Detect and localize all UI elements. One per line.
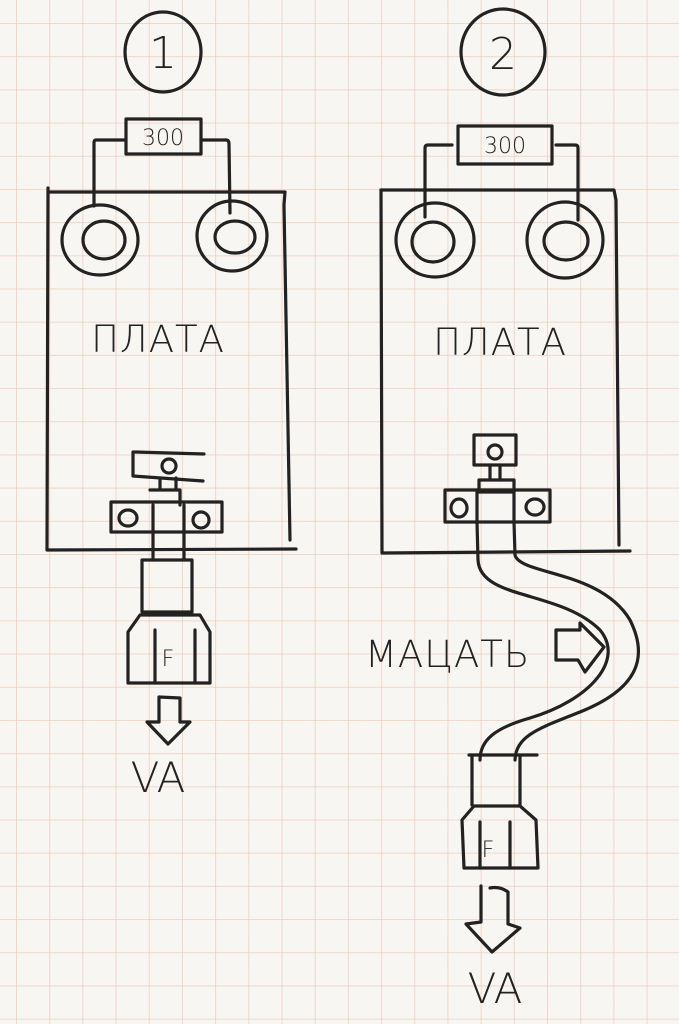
diagram-1-number-badge: 1 — [123, 10, 203, 94]
diagram-1-filter-label: F — [162, 647, 175, 672]
connector-hole-right — [524, 497, 546, 517]
diagram-2: 2 300 ПЛАТА — [365, 7, 640, 1013]
diagram-2-number-badge: 2 — [459, 7, 547, 97]
connector-hole-left — [117, 508, 139, 528]
diagram-1-board: ПЛАТА — [45, 186, 298, 562]
board-outline-top-right — [46, 190, 292, 542]
diagram-2-filter: F — [460, 804, 540, 870]
hose-edge-left — [475, 520, 610, 762]
board-pad-left-outer — [60, 203, 140, 277]
resistor-body — [124, 117, 203, 156]
diagram-2-resistor-label: 300 — [484, 134, 526, 159]
diagram-2-flex-label: МАЦАТЬ — [365, 633, 530, 676]
number-circle — [459, 7, 547, 97]
board-pad-right-outer — [195, 199, 269, 273]
resistor-body — [456, 124, 554, 166]
connector-stem — [158, 476, 178, 490]
connector-cap-circle — [486, 443, 504, 461]
diagram-1: 1 300 ПЛАТА — [45, 10, 298, 802]
adapter-sleeve — [467, 753, 539, 807]
diagram-2-filter-label: F — [482, 838, 495, 863]
diagram-1-adapter — [140, 558, 194, 614]
connector-hole-left — [449, 497, 469, 519]
diagram-1-connector — [109, 450, 224, 562]
hose-edge-right — [512, 520, 640, 762]
diagram-2-down-arrow-icon — [464, 884, 522, 954]
board-pad-right-inner — [213, 219, 257, 255]
filter-ribs — [153, 628, 197, 685]
board-pad-left-inner — [410, 220, 456, 264]
diagram-1-number: 1 — [149, 28, 177, 79]
board-pad-left-outer — [394, 201, 476, 279]
connector-cap-circle — [160, 457, 178, 475]
number-circle — [123, 10, 203, 94]
diagram-1-board-label: ПЛАТА — [91, 318, 225, 361]
resistor-lead-right — [554, 143, 580, 222]
diagram-2-resistor: 300 — [423, 124, 580, 222]
connector-neck — [148, 488, 182, 507]
diagram-1-output-label: VA — [131, 753, 186, 802]
diagram-2-connector — [443, 433, 552, 524]
resistor-lead-left — [92, 138, 128, 208]
diagram-2-board: ПЛАТА — [379, 188, 632, 555]
connector-stem — [488, 463, 502, 482]
filter-ribs — [478, 820, 512, 870]
connector-cap — [131, 450, 206, 483]
board-pad-left-inner — [81, 219, 127, 261]
connector-flange — [443, 488, 552, 524]
flex-right-arrow-icon — [554, 621, 606, 674]
connector-flange — [109, 500, 224, 534]
board-outline-left-bottom — [379, 188, 632, 555]
diagram-2-adapter — [467, 753, 539, 807]
connector-cap — [472, 433, 518, 467]
filter-body — [460, 804, 540, 870]
connector-pipe — [151, 503, 186, 562]
board-pad-right-outer — [525, 200, 605, 280]
resistor-lead-right — [199, 138, 232, 215]
diagram-2-output-label: VA — [468, 964, 523, 1013]
board-outline-top-right — [379, 188, 621, 547]
diagram-1-resistor-label: 300 — [142, 126, 184, 151]
connector-dividers — [475, 488, 516, 524]
resistor-lead-left — [423, 143, 454, 219]
filter-body — [126, 613, 212, 685]
connector-hole-right — [191, 510, 211, 530]
board-pad-right-inner — [542, 220, 590, 262]
diagram-2-board-label: ПЛАТА — [433, 321, 567, 364]
diagram-2-number: 2 — [489, 29, 517, 80]
adapter-sleeve — [140, 558, 194, 614]
diagram-1-resistor: 300 — [92, 117, 232, 215]
board-outline-left-bottom — [45, 186, 298, 552]
diagram-1-down-arrow-icon — [145, 695, 192, 746]
connector-neck — [477, 478, 516, 494]
diagram-2-flex-hose: МАЦАТЬ — [365, 520, 640, 762]
diagram-1-filter: F — [126, 613, 212, 685]
